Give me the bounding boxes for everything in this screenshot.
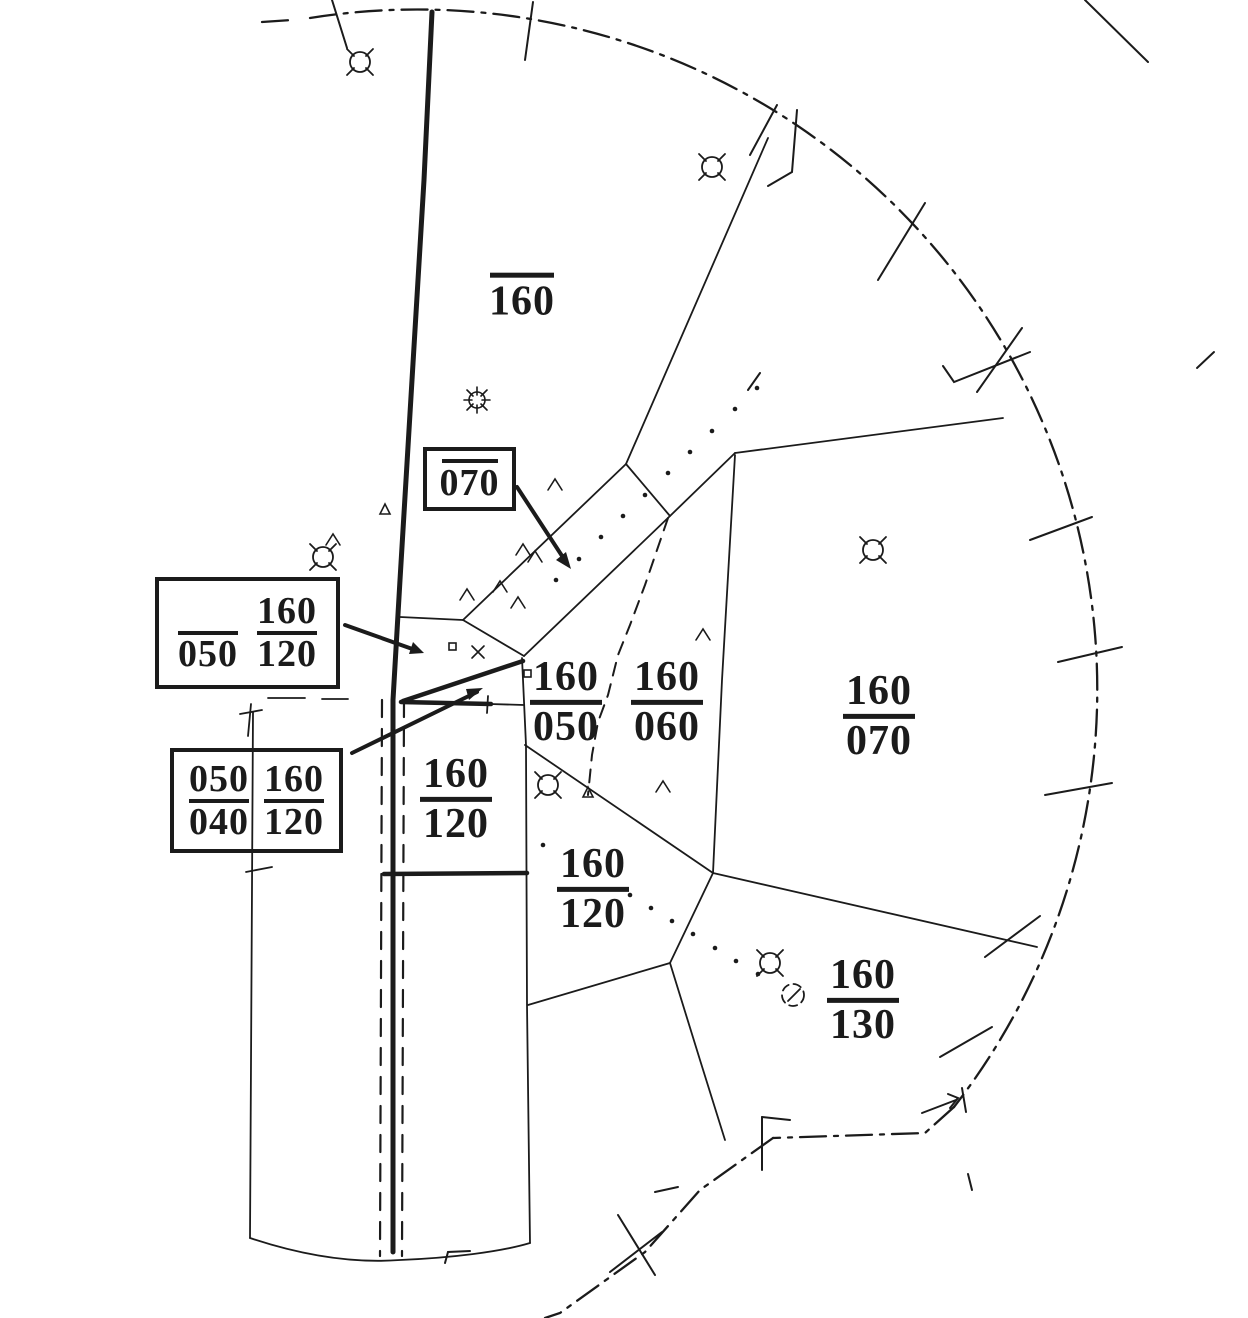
broken-circle-icon: [781, 983, 805, 1007]
callout-west-right: 160 120: [257, 590, 317, 675]
corridor-callout-box: 070: [423, 447, 516, 511]
airspace-boundary-arc: [260, 8, 1099, 1318]
mva-floor: 050: [533, 703, 599, 750]
mva-floor: 120: [423, 800, 489, 847]
callout-leader-lines: [343, 485, 568, 755]
mva-label-160-050: 160 050: [530, 653, 602, 750]
mva-ceiling: 160: [560, 840, 626, 887]
overline-bar: [490, 272, 554, 278]
mva-value: 160: [489, 278, 555, 325]
terrain-symbols: [325, 477, 711, 798]
mva-floor: 130: [830, 1001, 896, 1048]
mva-floor: 040: [189, 800, 249, 843]
callout-southwest-left: 050 040: [189, 757, 249, 843]
mva-ceiling: 160: [257, 590, 317, 633]
spoked-obstacle-icon: [463, 386, 491, 414]
obstacle-icon: [534, 771, 562, 799]
fraction-bar: [843, 713, 915, 719]
mva-floor: 060: [634, 703, 700, 750]
mva-ceiling: 160: [533, 653, 599, 700]
fraction-bar: [264, 798, 324, 803]
dashed-parallel-boundaries: [378, 698, 406, 1258]
mva-ceiling: [203, 594, 214, 629]
state-boundary-line: [390, 9, 435, 1255]
dashed-sector-divider: [587, 517, 669, 796]
mva-floor: 070: [846, 717, 912, 764]
mva-label-160-070: 160 070: [843, 667, 915, 764]
callout-box-southwest: 050 040 160 120: [170, 748, 343, 853]
mva-ceiling: 160: [830, 951, 896, 998]
fraction-bar: [189, 798, 249, 803]
mva-floor: 050: [178, 633, 238, 675]
callout-southwest-right: 160 120: [264, 757, 324, 843]
mva-floor: 120: [560, 890, 626, 937]
mva-label-160-120-south: 160 120: [557, 840, 629, 937]
mva-label-160-060: 160 060: [631, 653, 703, 750]
fraction-bar: [557, 886, 629, 892]
mva-label-160-130: 160 130: [827, 951, 899, 1048]
dotted-route-north: [553, 385, 760, 583]
mva-ceiling: 160: [846, 667, 912, 714]
overline-bar: [441, 459, 498, 464]
fraction-bar: [178, 631, 238, 635]
mva-ceiling: 050: [189, 757, 249, 800]
obstacle-symbols: [309, 48, 887, 1007]
callout-west-left: 050: [178, 594, 238, 675]
mva-ceiling: 160: [264, 757, 324, 800]
fraction-bar: [530, 699, 602, 705]
mva-ceiling: 160: [423, 750, 489, 797]
callout-leader-arrowheads: [409, 552, 571, 700]
fraction-bar: [420, 796, 492, 802]
boundary-tick-marks: [331, 0, 1215, 1276]
callout-box-west: 050 160 120: [155, 577, 340, 689]
obstacle-icon: [756, 949, 784, 977]
corridor-callout-value: 070: [439, 457, 500, 505]
obstacle-icon: [859, 536, 887, 564]
mva-value: 070: [439, 462, 500, 505]
obstacle-icon: [309, 543, 337, 571]
emphasized-segments: [381, 658, 530, 877]
fraction-bar: [631, 699, 703, 705]
obstacle-icon: [346, 48, 374, 76]
mva-label-area-top: 160: [489, 272, 555, 325]
mva-label-160-120-west: 160 120: [420, 750, 492, 847]
fraction-bar: [257, 631, 317, 635]
fraction-bar: [827, 997, 899, 1003]
mva-floor: 120: [257, 633, 317, 675]
mva-floor: 120: [264, 800, 324, 843]
mva-ceiling: 160: [634, 653, 700, 700]
sector-boundaries: [239, 137, 1038, 1262]
obstacle-icon: [698, 153, 726, 181]
